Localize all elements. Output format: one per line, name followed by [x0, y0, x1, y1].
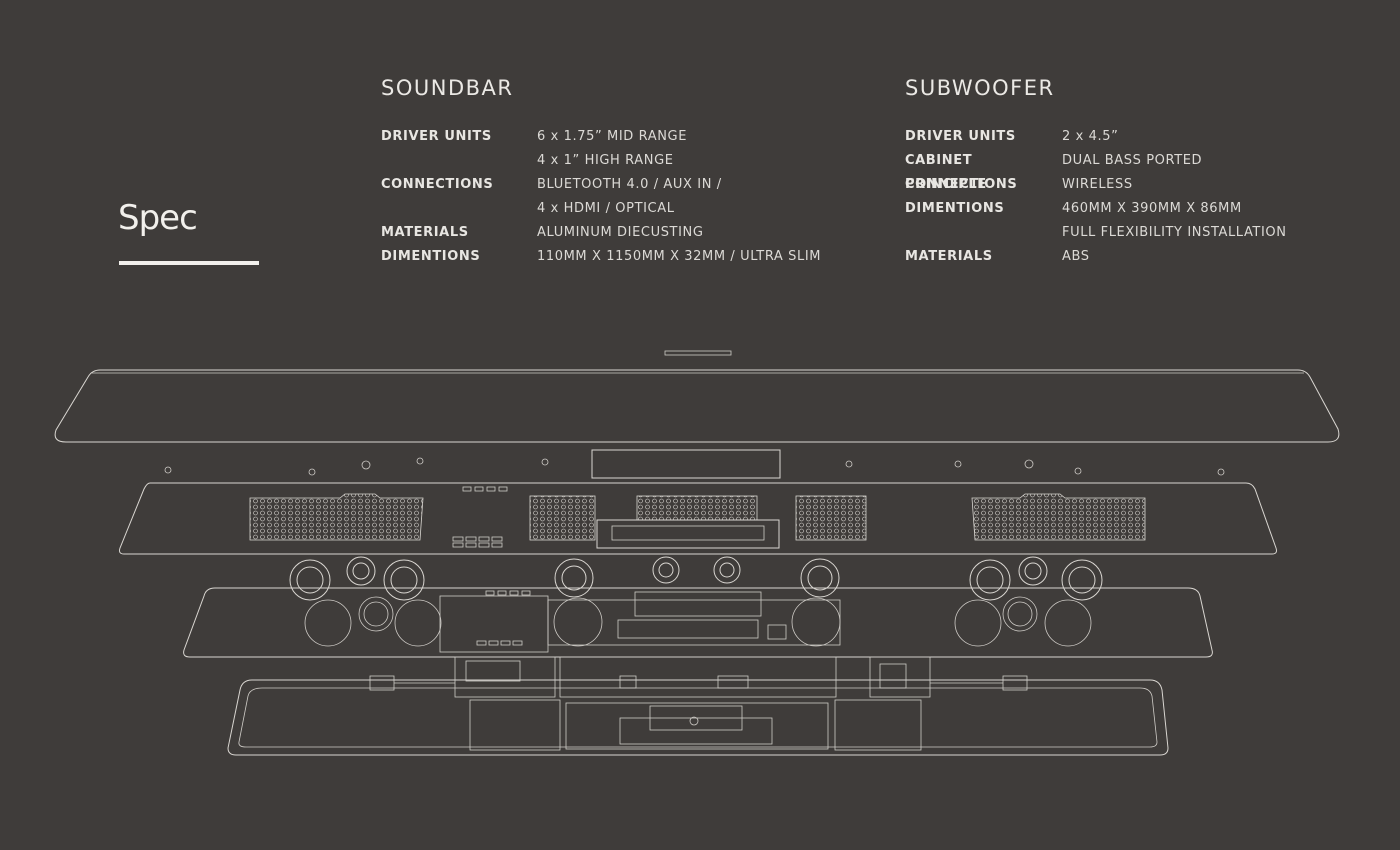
subwoofer-heading: SUBWOOFER: [905, 76, 1055, 100]
logo-strip: [664, 350, 732, 356]
page-title: Spec: [118, 198, 198, 238]
mesh-grilles: [249, 493, 1146, 541]
driver-chassis: [183, 587, 1213, 658]
spec-value: 2 x 4.5”: [1062, 129, 1119, 144]
spec-row: DIMENTIONS 460MM X 390MM X 86MM: [905, 197, 1241, 221]
port-openings: [304, 590, 1092, 653]
center-bracket: [596, 519, 780, 549]
display-window: [591, 449, 781, 479]
spec-value: 6 x 1.75” MID RANGE: [537, 129, 688, 144]
spec-row: MATERIALS ALUMINUM DIECUSTING: [381, 221, 703, 245]
speaker-drivers: [289, 556, 1103, 601]
base-compartments: [369, 656, 1028, 751]
spec-row: FULL FLEXIBILITY INSTALLATION: [905, 221, 1286, 245]
spec-row: DRIVER UNITS 6 x 1.75” MID RANGE: [381, 125, 686, 149]
spec-value: FULL FLEXIBILITY INSTALLATION: [1062, 225, 1287, 240]
spec-row: CONNECTIONS BLUETOOTH 4.0 / AUX IN /: [381, 173, 721, 197]
spec-row: CABINET PRINCIPLE DUAL BASS PORTED: [905, 149, 1202, 192]
spec-row: DIMENTIONS 110MM X 1150MM X 32MM / ULTRA …: [381, 245, 821, 269]
bottom-base: [227, 679, 1169, 756]
soundbar-spec-column: SOUNDBAR DRIVER UNITS 6 x 1.75” MID RANGE…: [381, 76, 821, 269]
subwoofer-spec-column: SUBWOOFER DRIVER UNITS 2 x 4.5” CABINET P…: [905, 76, 1286, 269]
spec-value: 4 x 1” HIGH RANGE: [537, 153, 674, 168]
spec-key: DIMENTIONS: [381, 249, 481, 264]
spec-key: CABINET PRINCIPLE: [905, 153, 987, 192]
spec-value: DUAL BASS PORTED: [1062, 153, 1203, 168]
spec-value: 460MM X 390MM X 86MM: [1062, 201, 1242, 216]
spec-key: CONNECTIONS: [381, 177, 494, 192]
vent-slots: [452, 486, 508, 548]
spec-value: 110MM X 1150MM X 32MM / ULTRA SLIM: [537, 249, 822, 264]
spec-key: CONNECTIONS: [905, 177, 1018, 192]
spec-key: DIMENTIONS: [905, 201, 1005, 216]
top-cover-panel: [54, 369, 1340, 443]
spec-row: CONNECTIONS WIRELESS: [905, 173, 1132, 197]
spec-row: 4 x HDMI / OPTICAL: [381, 197, 674, 221]
screw-row: [164, 457, 1225, 476]
grille-plate: [119, 482, 1277, 555]
spec-row: MATERIALS ABS: [905, 245, 1089, 269]
spec-key: DRIVER UNITS: [381, 129, 492, 144]
soundbar-heading: SOUNDBAR: [381, 76, 514, 100]
spec-key: MATERIALS: [905, 249, 993, 264]
spec-row: DRIVER UNITS 2 x 4.5”: [905, 125, 1118, 149]
title-underline: [119, 261, 259, 265]
spec-key: MATERIALS: [381, 225, 469, 240]
spec-value: WIRELESS: [1062, 177, 1133, 192]
spec-value: BLUETOOTH 4.0 / AUX IN /: [537, 177, 722, 192]
spec-value: ALUMINUM DIECUSTING: [537, 225, 704, 240]
spec-key: DRIVER UNITS: [905, 129, 1016, 144]
spec-row: 4 x 1” HIGH RANGE: [381, 149, 673, 173]
spec-value: 4 x HDMI / OPTICAL: [537, 201, 675, 216]
spec-value: ABS: [1062, 249, 1090, 264]
